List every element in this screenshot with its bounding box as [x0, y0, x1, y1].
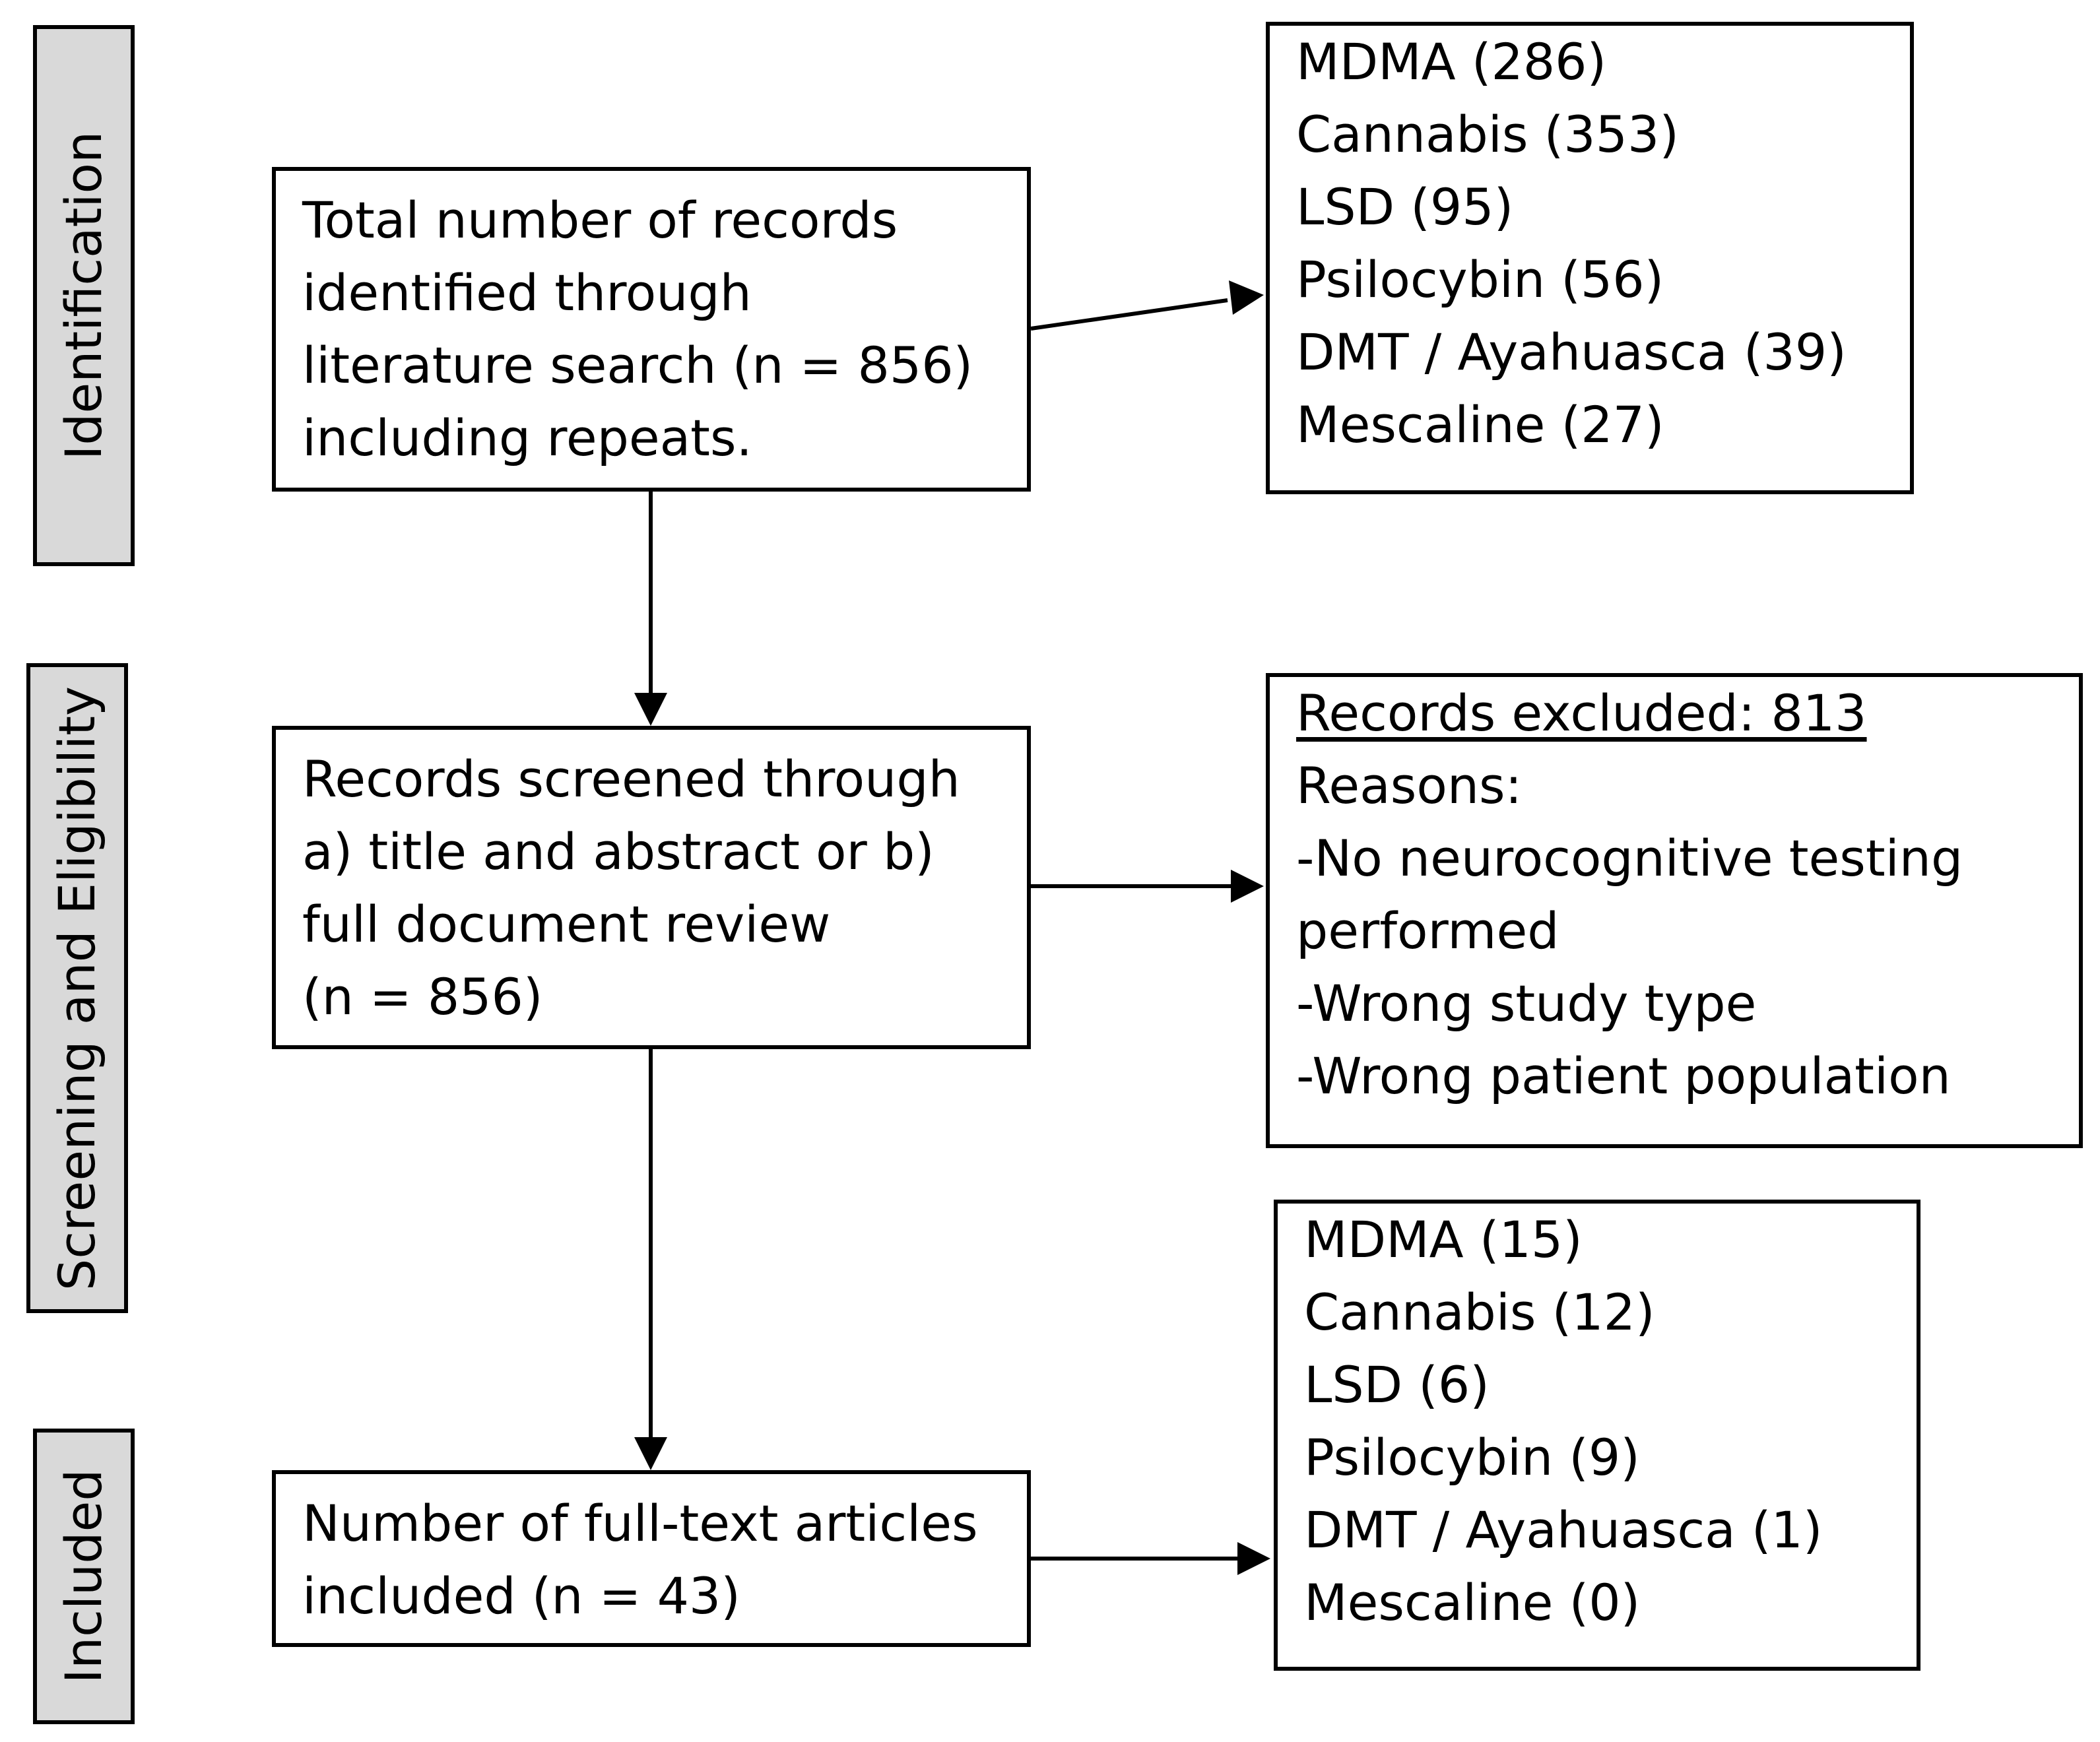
total-records-line: literature search (n = 856)	[302, 336, 973, 395]
included-line: included (n = 43)	[302, 1566, 740, 1625]
arrow-total-to-drugs	[1030, 298, 1228, 331]
screened-line: full document review	[302, 895, 831, 953]
included-drug-count-line: Mescaline (0)	[1304, 1573, 1641, 1632]
drug-count-line: Cannabis (353)	[1296, 105, 1680, 164]
total-records-line: Total number of records	[302, 191, 898, 249]
screened-records-box: Records screened through a) title and ab…	[272, 726, 1031, 1049]
included-drug-count-line: Psilocybin (9)	[1304, 1428, 1640, 1487]
arrowhead-included-to-drugs	[1237, 1542, 1270, 1575]
stage-screening-eligibility: Screening and Eligibility	[26, 663, 128, 1313]
drug-count-line: MDMA (286)	[1296, 32, 1607, 91]
included-line: Number of full-text articles	[302, 1494, 978, 1553]
records-excluded-heading: Records excluded: 813	[1296, 684, 1867, 742]
stage-identification: Identification	[33, 25, 135, 566]
arrowhead-screened-to-included	[634, 1437, 667, 1470]
drug-count-line: DMT / Ayahuasca (39)	[1296, 323, 1847, 381]
identified-by-drug-box: MDMA (286) Cannabis (353) LSD (95) Psilo…	[1266, 22, 1914, 494]
exclusion-reason-line: performed	[1296, 901, 1559, 960]
drug-count-line: Psilocybin (56)	[1296, 250, 1664, 309]
exclusion-reason-line: -Wrong patient population	[1296, 1047, 1951, 1105]
screened-line: (n = 856)	[302, 967, 543, 1026]
stage-included: Included	[33, 1429, 135, 1724]
included-drug-count-line: Cannabis (12)	[1304, 1283, 1655, 1341]
records-excluded-box: Records excluded: 813 Reasons: -No neuro…	[1266, 673, 2083, 1148]
drug-count-line: LSD (95)	[1296, 177, 1514, 236]
included-by-drug-box: MDMA (15) Cannabis (12) LSD (6) Psilocyb…	[1274, 1200, 1920, 1671]
arrowhead-total-to-screened	[634, 693, 667, 726]
included-drug-count-line: DMT / Ayahuasca (1)	[1304, 1500, 1823, 1559]
included-drug-count-line: LSD (6)	[1304, 1355, 1490, 1414]
total-records-line: identified through	[302, 263, 752, 322]
total-records-box: Total number of records identified throu…	[272, 167, 1031, 492]
drug-count-line: Mescaline (27)	[1296, 395, 1664, 454]
exclusion-reason-line: -No neurocognitive testing	[1296, 829, 1963, 887]
exclusion-reason-line: -Wrong study type	[1296, 974, 1757, 1033]
screened-line: a) title and abstract or b)	[302, 822, 935, 881]
screened-line: Records screened through	[302, 750, 960, 808]
included-drug-count-line: MDMA (15)	[1304, 1210, 1583, 1269]
total-records-line: including repeats.	[302, 408, 752, 467]
arrowhead-total-to-drugs	[1229, 280, 1264, 315]
included-articles-box: Number of full-text articles included (n…	[272, 1470, 1031, 1647]
arrowhead-screened-to-excluded	[1231, 870, 1264, 903]
exclusion-reason-line: Reasons:	[1296, 756, 1523, 815]
